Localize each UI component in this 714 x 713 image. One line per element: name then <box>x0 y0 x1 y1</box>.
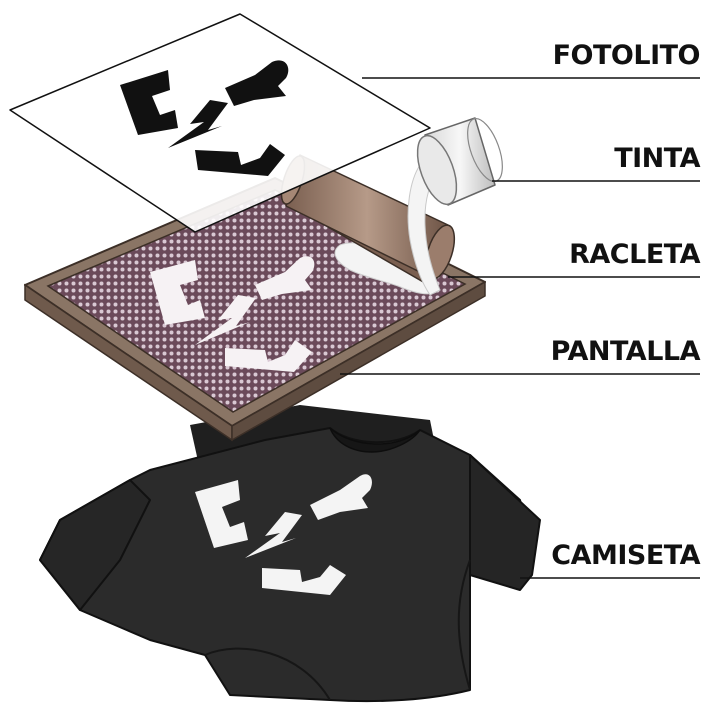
label-racleta: RACLETA <box>569 239 700 270</box>
tshirt-sleeve-right <box>470 455 540 590</box>
label-pantalla: PANTALLA <box>551 336 701 367</box>
label-camiseta: CAMISETA <box>551 540 700 571</box>
label-fotolito: FOTOLITO <box>553 40 700 71</box>
label-tinta: TINTA <box>614 143 700 174</box>
